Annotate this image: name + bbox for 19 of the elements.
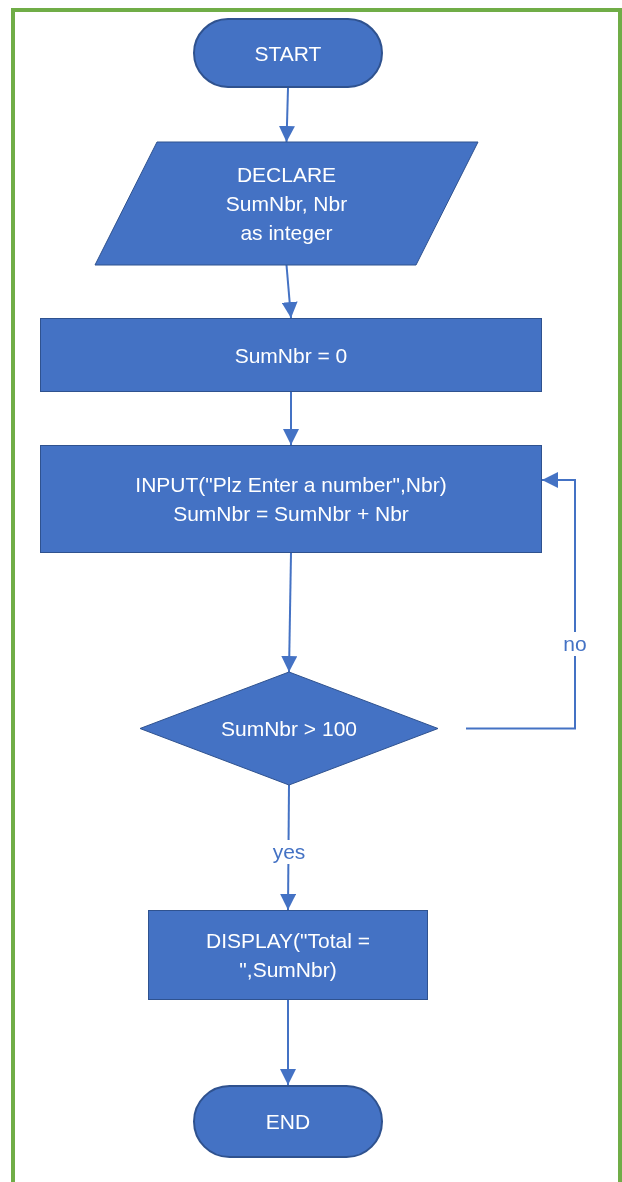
arrow [283, 391, 299, 446]
node-text: END [265, 1109, 311, 1135]
node-text: START [254, 40, 322, 67]
arrow [278, 87, 295, 143]
node-text: SumNbr = SumNbr + Nbr [173, 501, 409, 527]
node-text: INPUT("Plz Enter a number",Nbr) [135, 472, 447, 498]
arrow [281, 264, 298, 319]
process-box [40, 318, 542, 392]
process-box [40, 445, 542, 553]
node-text: DISPLAY("Total = ",SumNbr) [204, 928, 372, 983]
arrow [465, 472, 576, 730]
arrow [281, 552, 298, 673]
node-text: SumNbr = 0 [234, 342, 348, 369]
arrow [280, 999, 296, 1086]
input-output-shape [95, 142, 478, 265]
decision-diamond [140, 672, 438, 785]
node-text: SumNbr > 100 [221, 716, 357, 742]
node-text: DECLARE SumNbr, Nbr as integer [224, 162, 349, 246]
process-box [148, 910, 428, 1000]
